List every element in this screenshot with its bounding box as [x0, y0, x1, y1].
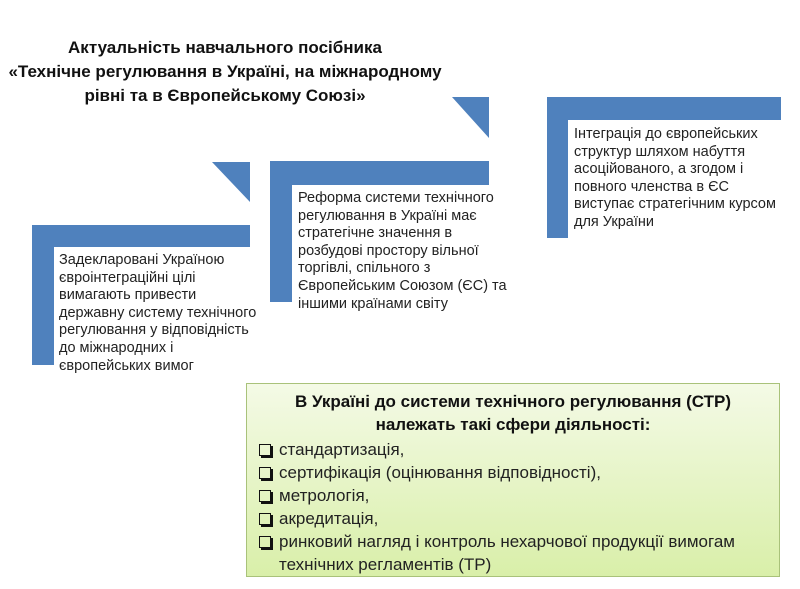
step-1-arrow-triangle — [212, 162, 250, 202]
step-2-side-bar — [270, 161, 292, 302]
step-2-top-bar — [270, 161, 489, 185]
title-line: «Технічне регулювання в Україні, на міжн… — [8, 62, 442, 81]
step-2-text: Реформа системи технічного регулювання в… — [298, 190, 507, 312]
list-item-text: акредитація, — [279, 509, 379, 528]
str-spheres-box: В Україні до системи технічного регулюва… — [246, 383, 780, 577]
list-item-text: стандартизація, — [279, 440, 405, 459]
list-item: метрологія, — [257, 484, 769, 507]
checkbox-bullet-icon — [259, 536, 271, 548]
list-item-text: метрологія, — [279, 486, 370, 505]
checkbox-bullet-icon — [259, 467, 271, 479]
spheres-list: стандартизація, сертифікація (оцінювання… — [257, 438, 769, 576]
title-line: рівні та в Європейському Союзі» — [84, 86, 366, 105]
step-3-text: Інтеграція до європейських структур шлях… — [574, 126, 776, 230]
checkbox-bullet-icon — [259, 444, 271, 456]
list-item: ринковий нагляд і контроль нехарчової пр… — [257, 530, 769, 576]
list-item: стандартизація, — [257, 438, 769, 461]
checkbox-bullet-icon — [259, 490, 271, 502]
step-1-text: Задекларовані Україною євроінтеграційні … — [59, 252, 257, 374]
step-3-top-bar — [547, 97, 781, 120]
step-3-side-bar — [547, 97, 568, 238]
list-item: сертифікація (оцінювання відповідності), — [257, 461, 769, 484]
list-item: акредитація, — [257, 507, 769, 530]
step-1-top-bar — [32, 225, 250, 247]
title-line: Актуальність навчального посібника — [68, 38, 382, 57]
step-1-side-bar — [32, 225, 54, 365]
slide-title: Актуальність навчального посібника «Техн… — [0, 36, 450, 108]
list-item-text: ринковий нагляд і контроль нехарчової пр… — [279, 532, 735, 574]
list-item-text: сертифікація (оцінювання відповідності), — [279, 463, 601, 482]
checkbox-bullet-icon — [259, 513, 271, 525]
box-heading: В Україні до системи технічного регулюва… — [294, 392, 732, 434]
step-2-arrow-triangle — [452, 97, 489, 138]
